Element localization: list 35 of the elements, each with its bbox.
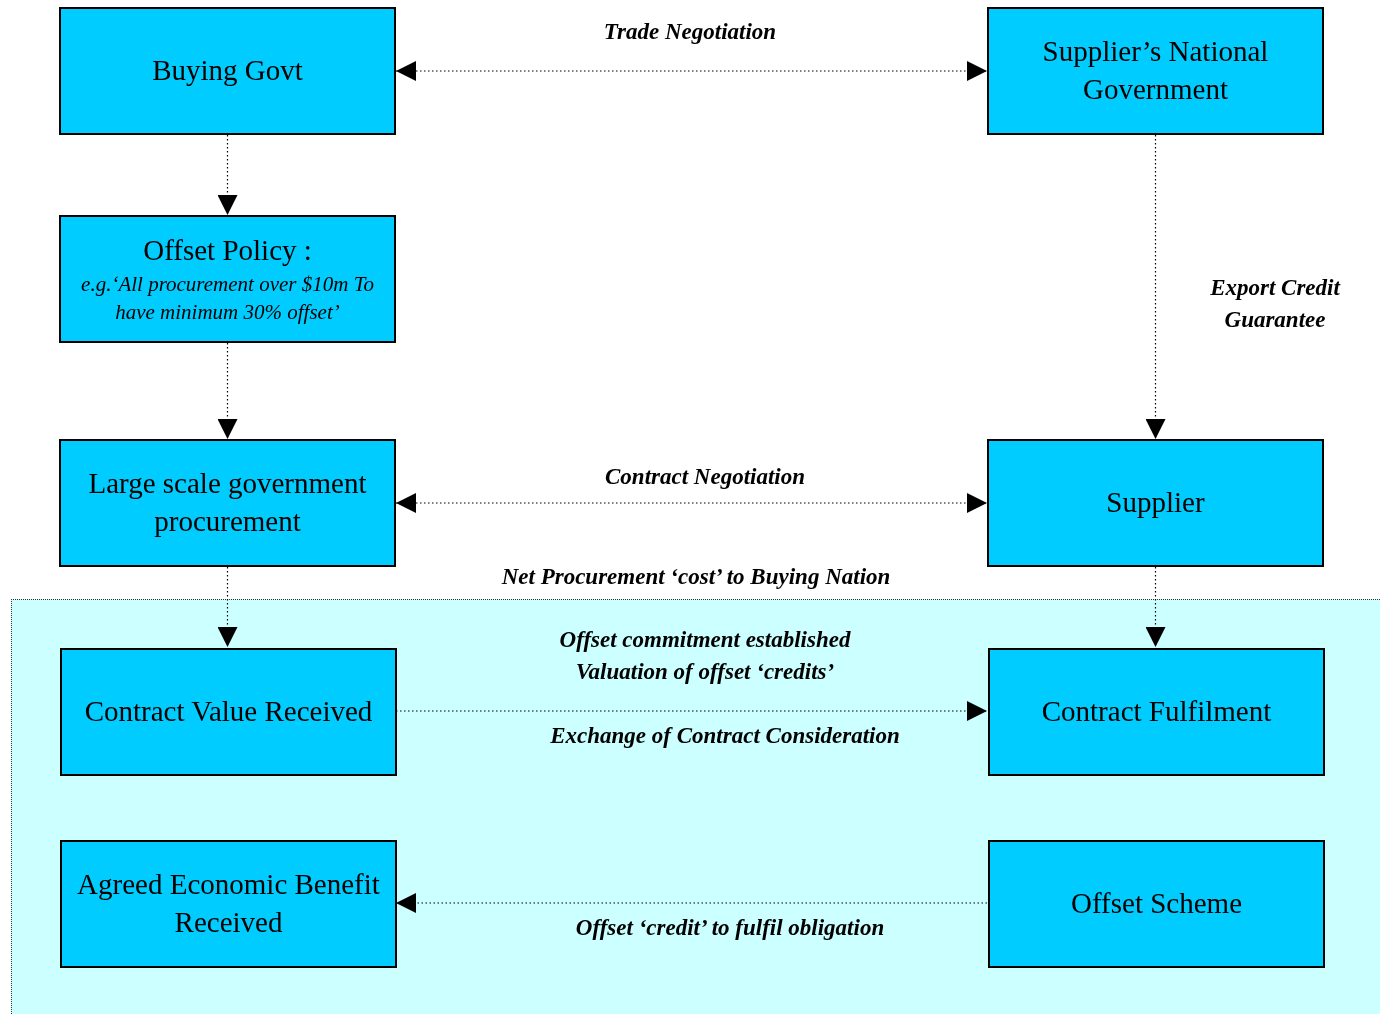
box-note: e.g.‘All procurement over $10m To have minimum 30% offset’ bbox=[80, 270, 375, 326]
region-heading: Net Procurement ‘cost’ to Buying Nation bbox=[501, 564, 891, 590]
process-box bbox=[59, 439, 396, 567]
arrow bbox=[395, 493, 988, 513]
line-note: Exchange of Contract Consideration bbox=[549, 722, 901, 750]
arrow bbox=[217, 342, 238, 440]
arrow bbox=[1145, 134, 1166, 440]
edge-label: Export Credit Guarantee bbox=[1209, 274, 1342, 335]
process-box bbox=[987, 7, 1324, 135]
arrow bbox=[1145, 566, 1166, 648]
box-title: Contract Value Received bbox=[83, 694, 374, 730]
box-title: Buying Govt bbox=[151, 53, 304, 89]
box-title: Agreed Economic Benefit Received bbox=[76, 867, 381, 940]
box-title: Offset Policy : bbox=[142, 232, 313, 268]
arrow bbox=[395, 61, 988, 81]
box-title: Offset Scheme bbox=[1070, 886, 1243, 922]
process-box bbox=[60, 648, 397, 776]
arrow bbox=[395, 701, 988, 721]
edge-label: Offset ‘credit’ to fulfil obligation bbox=[574, 914, 886, 942]
edge-label: Trade Negotiation bbox=[602, 18, 778, 46]
box-title: Supplier’s National Government bbox=[1041, 34, 1270, 107]
box-title: Supplier bbox=[1105, 485, 1206, 521]
process-box bbox=[59, 7, 396, 135]
box-title: Large scale government procurement bbox=[87, 466, 368, 539]
arrow bbox=[395, 893, 988, 913]
process-box bbox=[59, 215, 396, 343]
arrow bbox=[217, 134, 238, 216]
process-box bbox=[988, 648, 1325, 776]
process-box bbox=[60, 840, 397, 968]
edge-label: Offset commitment established Valuation of offset ‘credits’ bbox=[558, 626, 852, 687]
arrow bbox=[217, 566, 238, 648]
process-box bbox=[988, 840, 1325, 968]
box-title: Contract Fulfilment bbox=[1040, 694, 1273, 730]
edge-label: Contract Negotiation bbox=[604, 463, 806, 491]
process-box bbox=[987, 439, 1324, 567]
